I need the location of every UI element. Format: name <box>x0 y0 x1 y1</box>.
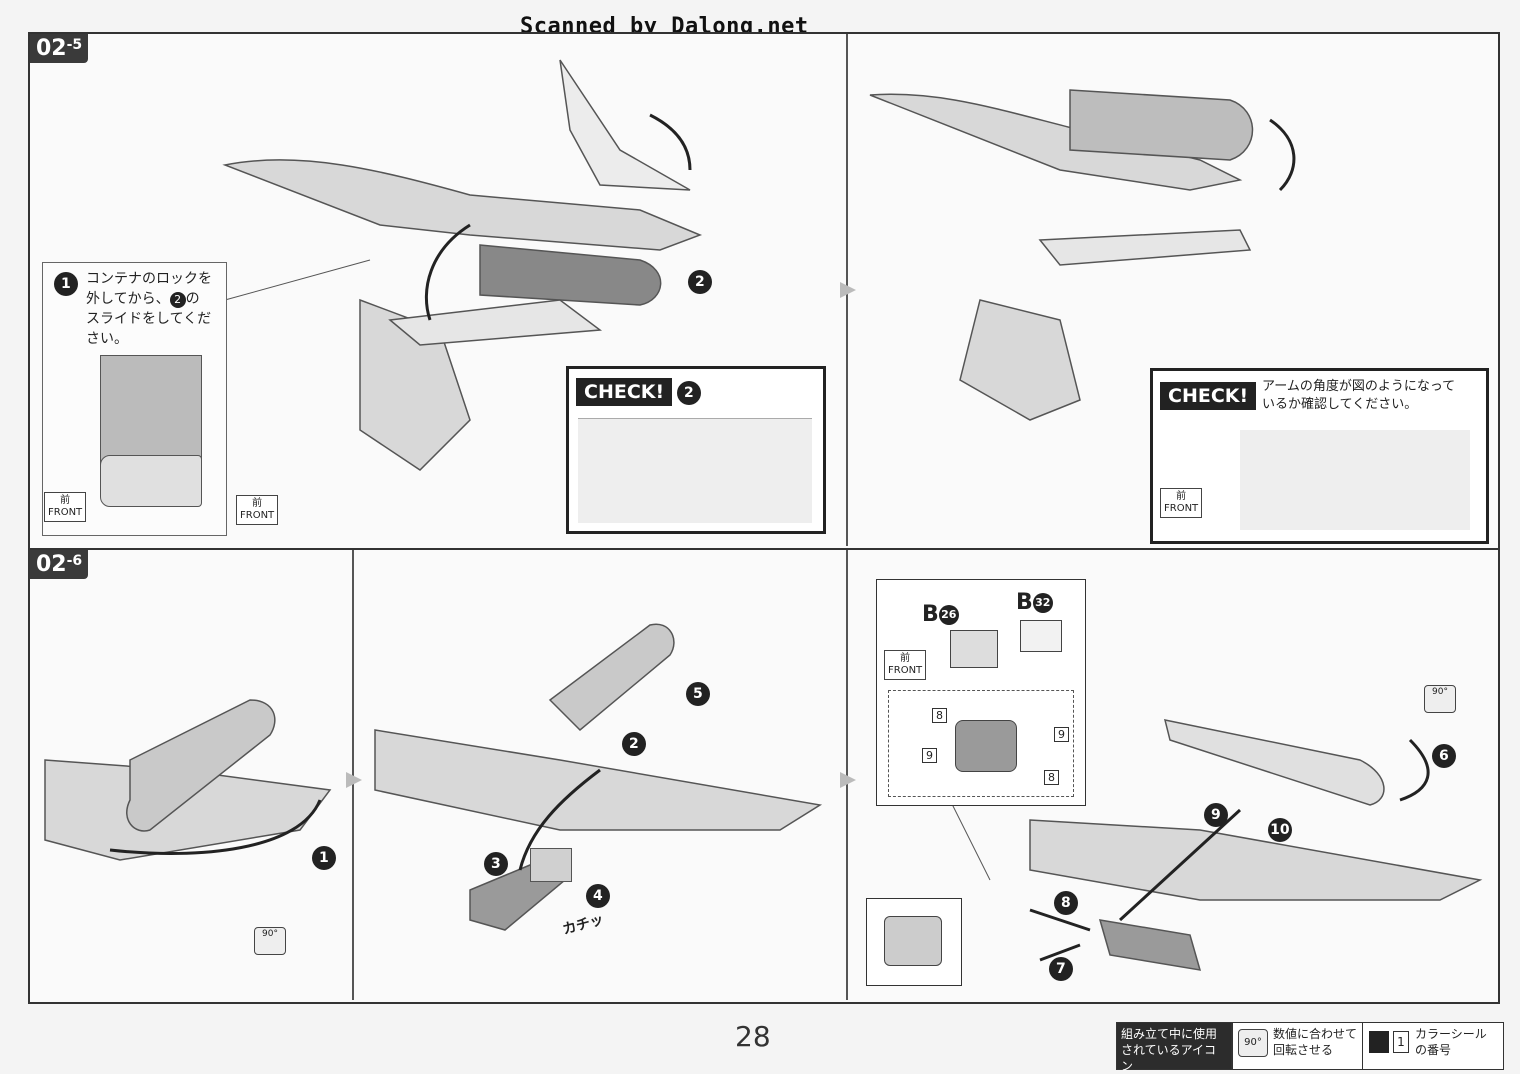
jet-container-right <box>1069 89 1254 161</box>
seal-number-9: 9 <box>1054 727 1069 742</box>
legend-seal-icon <box>1369 1031 1389 1053</box>
step-02-6-divider-1 <box>352 550 354 1000</box>
rotate-90-icon: 90° <box>1424 685 1456 713</box>
callout-line-2 <box>949 799 991 881</box>
arrow-curve-3 <box>1269 118 1296 192</box>
check-1-detail-illustration <box>578 418 812 523</box>
jet-body-panel2 <box>374 729 823 831</box>
legend-seal: 1 カラーシール の番号 <box>1362 1022 1504 1070</box>
jet-wing-left <box>388 299 603 346</box>
arrow-line-8 <box>1029 908 1091 932</box>
jet-container-left <box>479 244 662 306</box>
step-02-6-divider-2 <box>846 550 848 1000</box>
seal-number-8: 8 <box>932 708 947 723</box>
check-label: CHECK! <box>1160 382 1257 410</box>
callout-line-1 <box>224 259 371 301</box>
legend-rotate: 90° 数値に合わせて 回転させる <box>1232 1022 1364 1070</box>
arrow-curve-6 <box>1399 738 1430 802</box>
jet-fuselage-left <box>222 159 703 251</box>
rotate-90-icon: 90° <box>254 927 286 955</box>
container-panel3 <box>1163 719 1385 806</box>
jet-leg-right <box>959 299 1081 421</box>
flow-arrow-3 <box>840 772 856 788</box>
check-2-text: アームの角度が図のようになって いるか確認してください。 <box>1262 379 1456 412</box>
arrow-curve-2 <box>649 113 692 171</box>
connector-illustration <box>530 848 572 882</box>
arrow-curve-5 <box>518 768 601 871</box>
part-number-badge: 32 <box>1032 593 1053 613</box>
seal-detail-box <box>888 690 1074 797</box>
jet-body-panel3 <box>1029 819 1483 901</box>
legend-rotate-icon: 90° <box>1238 1029 1268 1057</box>
container-panel2 <box>548 623 675 732</box>
check-label: CHECK! <box>576 378 673 406</box>
arrow-curve-4 <box>109 799 322 855</box>
seal-part-illustration <box>955 720 1017 772</box>
part-b32-illustration <box>1020 620 1062 652</box>
part-number-badge: 26 <box>938 605 959 625</box>
seal-number-9: 9 <box>922 748 937 763</box>
container-panel1 <box>126 699 276 832</box>
small-part-illustration <box>884 916 942 966</box>
jet-fuselage-right <box>869 93 1243 191</box>
seal-number-8: 8 <box>1044 770 1059 785</box>
flow-arrows <box>346 282 856 788</box>
legend-seal-number: 1 <box>1393 1031 1409 1053</box>
step-number: 02 <box>36 36 67 61</box>
flow-arrow-2 <box>346 772 362 788</box>
part-b26-illustration <box>950 630 998 668</box>
legend-title: 組み立て中に使用 されているアイコン <box>1116 1022 1232 1073</box>
page-number: 28 <box>735 1020 771 1053</box>
note-line-3: スライドをしてくだ <box>86 311 212 327</box>
container-lid-illustration <box>100 455 202 507</box>
step-sub-number: -5 <box>66 37 83 53</box>
arrow-curve-1 <box>424 223 471 321</box>
arrow-line-9 <box>1118 808 1242 922</box>
flow-arrow-1 <box>840 282 856 298</box>
arrow-line-7 <box>1039 943 1081 962</box>
inline-badge-2: 2 <box>169 292 186 308</box>
container-lock-illustration <box>100 355 202 467</box>
check-2-detail-illustration <box>1240 430 1470 530</box>
block-panel3 <box>1098 919 1202 971</box>
jet-tail-fin-left <box>559 59 691 191</box>
jet-wing-right <box>1038 229 1252 266</box>
note-line-1: コンテナのロックを <box>86 271 212 287</box>
step-02-5-tab: 02-5 <box>30 34 89 63</box>
step-number: 02 <box>36 552 67 577</box>
step-02-6-tab: 02-6 <box>30 550 89 579</box>
note-line-4: さい。 <box>86 331 128 347</box>
step-sub-number: -6 <box>66 553 83 569</box>
